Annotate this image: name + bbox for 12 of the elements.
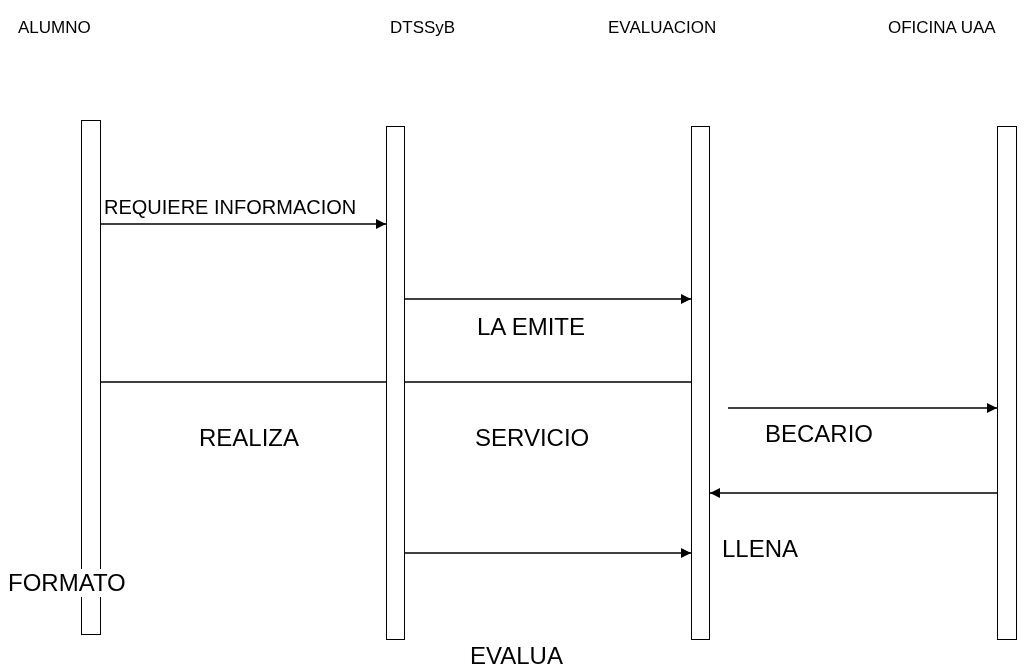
arrow: [404, 294, 692, 304]
arrow: [404, 548, 692, 558]
lifeline-bar: [997, 126, 1017, 640]
arrow: [709, 488, 998, 498]
lifeline-title: DTSSyB: [390, 18, 456, 38]
lifeline-bar: [386, 126, 405, 640]
text-label: FORMATO: [8, 569, 126, 597]
connector-line: [100, 381, 387, 383]
connector-line: [404, 381, 692, 383]
arrow: [727, 403, 998, 413]
arrow: [100, 219, 387, 229]
lifeline-bar: [691, 126, 710, 640]
